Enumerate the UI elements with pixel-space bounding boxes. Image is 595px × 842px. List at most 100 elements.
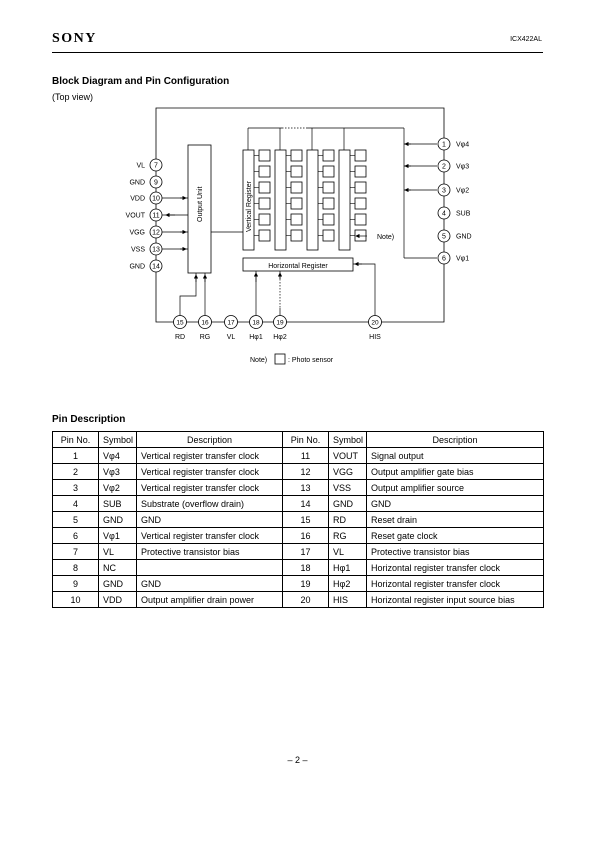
description-cell bbox=[136, 559, 283, 576]
left-pin-label: GND bbox=[129, 180, 145, 187]
left-pin-number: 14 bbox=[152, 264, 160, 271]
pin-number-cell: 5 bbox=[52, 511, 99, 528]
horizontal-register-box bbox=[242, 257, 354, 272]
left-pin-circle bbox=[149, 175, 163, 189]
photo-sensor bbox=[258, 181, 271, 194]
header-rule bbox=[52, 52, 543, 53]
description-cell: Vertical register transfer clock bbox=[136, 447, 283, 464]
header-cell: Pin No. bbox=[52, 431, 99, 448]
pin-number-cell: 9 bbox=[52, 575, 99, 592]
bottom-pin-circle bbox=[249, 315, 263, 329]
photo-sensor bbox=[290, 229, 303, 242]
photo-sensor bbox=[354, 213, 367, 226]
description-cell: Horizontal register transfer clock bbox=[366, 575, 544, 592]
left-pin-label: GND bbox=[129, 264, 145, 271]
pin-number-cell: 2 bbox=[52, 463, 99, 480]
vertical-register-label: Vertical Register bbox=[246, 180, 253, 232]
symbol-cell: VDD bbox=[98, 591, 137, 608]
photo-sensor bbox=[258, 149, 271, 162]
photo-sensor bbox=[322, 213, 335, 226]
photo-sensor bbox=[322, 165, 335, 178]
bottom-pin-number: 18 bbox=[252, 320, 260, 327]
photo-sensor bbox=[290, 213, 303, 226]
pin-number-cell: 10 bbox=[52, 591, 99, 608]
description-cell: Reset gate clock bbox=[366, 527, 544, 544]
description-cell: Vertical register transfer clock bbox=[136, 527, 283, 544]
photo-sensor bbox=[290, 165, 303, 178]
bottom-pin-label: Hφ2 bbox=[273, 334, 287, 341]
photo-sensor bbox=[290, 181, 303, 194]
symbol-cell: VSS bbox=[328, 479, 367, 496]
symbol-cell: GND bbox=[328, 495, 367, 512]
description-cell: Vertical register transfer clock bbox=[136, 463, 283, 480]
symbol-cell: Hφ1 bbox=[328, 559, 367, 576]
photo-sensor bbox=[354, 197, 367, 210]
horizontal-register-label: Horizontal Register bbox=[268, 263, 328, 270]
description-cell: Reset drain bbox=[366, 511, 544, 528]
symbol-cell: Vφ1 bbox=[98, 527, 137, 544]
right-pin-circle bbox=[437, 206, 451, 220]
right-pin-label: Vφ2 bbox=[456, 188, 469, 195]
left-pin-circle bbox=[149, 225, 163, 239]
right-pin-label: Vφ1 bbox=[456, 256, 469, 263]
description-cell: Output amplifier source bbox=[366, 479, 544, 496]
symbol-cell: VGG bbox=[328, 463, 367, 480]
header-cell: Symbol bbox=[98, 431, 137, 448]
description-cell: GND bbox=[366, 495, 544, 512]
left-pin-circle bbox=[149, 242, 163, 256]
description-cell: Signal output bbox=[366, 447, 544, 464]
header-cell: Description bbox=[136, 431, 283, 448]
photo-sensor bbox=[258, 165, 271, 178]
symbol-cell: RG bbox=[328, 527, 367, 544]
right-pin-circle bbox=[437, 251, 451, 265]
symbol-cell: VOUT bbox=[328, 447, 367, 464]
document-id: ICX422AL bbox=[510, 36, 542, 43]
right-pin-number: 2 bbox=[442, 164, 446, 171]
left-pin-label: VL bbox=[136, 163, 145, 170]
bottom-pin-number: 20 bbox=[371, 320, 379, 327]
photo-sensor bbox=[322, 197, 335, 210]
legend-note: Note) bbox=[250, 357, 267, 364]
table-header-row: Pin No. Symbol Description Pin No. Symbo… bbox=[52, 431, 544, 448]
description-cell: Protective transistor bias bbox=[366, 543, 544, 560]
symbol-cell: VL bbox=[328, 543, 367, 560]
right-pin-circle bbox=[437, 159, 451, 173]
right-pin-label: GND bbox=[456, 234, 472, 241]
right-pin-number: 6 bbox=[442, 256, 446, 263]
left-pin-circle bbox=[149, 191, 163, 205]
pin-number-cell: 20 bbox=[282, 591, 329, 608]
photo-sensor-array bbox=[254, 149, 367, 242]
description-cell: GND bbox=[136, 575, 283, 592]
left-pin-label: VDD bbox=[130, 196, 145, 203]
photo-sensor bbox=[322, 181, 335, 194]
symbol-cell: RD bbox=[328, 511, 367, 528]
vertical-register-3 bbox=[306, 149, 319, 251]
pin-number-cell: 1 bbox=[52, 447, 99, 464]
photo-sensor bbox=[354, 229, 367, 242]
header-cell: Pin No. bbox=[282, 431, 329, 448]
output-unit-box bbox=[187, 144, 212, 274]
description-cell: Substrate (overflow drain) bbox=[136, 495, 283, 512]
bottom-pin-circle bbox=[224, 315, 238, 329]
left-pin-label: VOUT bbox=[126, 213, 146, 220]
pin-number-cell: 11 bbox=[282, 447, 329, 464]
description-cell: Vertical register transfer clock bbox=[136, 479, 283, 496]
bottom-pin-circle bbox=[198, 315, 212, 329]
right-pin-label: Vφ3 bbox=[456, 164, 469, 171]
output-unit-label: Output Unit bbox=[197, 187, 204, 222]
bottom-pin-label: HIS bbox=[369, 334, 381, 341]
section-title-block-diagram: Block Diagram and Pin Configuration bbox=[52, 76, 230, 87]
pin-number-cell: 15 bbox=[282, 511, 329, 528]
page-number: – 2 – bbox=[287, 755, 308, 765]
section-title-pin-description: Pin Description bbox=[52, 414, 126, 425]
pin-number-cell: 19 bbox=[282, 575, 329, 592]
pin-number-cell: 12 bbox=[282, 463, 329, 480]
pin-number-cell: 14 bbox=[282, 495, 329, 512]
description-cell: GND bbox=[136, 511, 283, 528]
